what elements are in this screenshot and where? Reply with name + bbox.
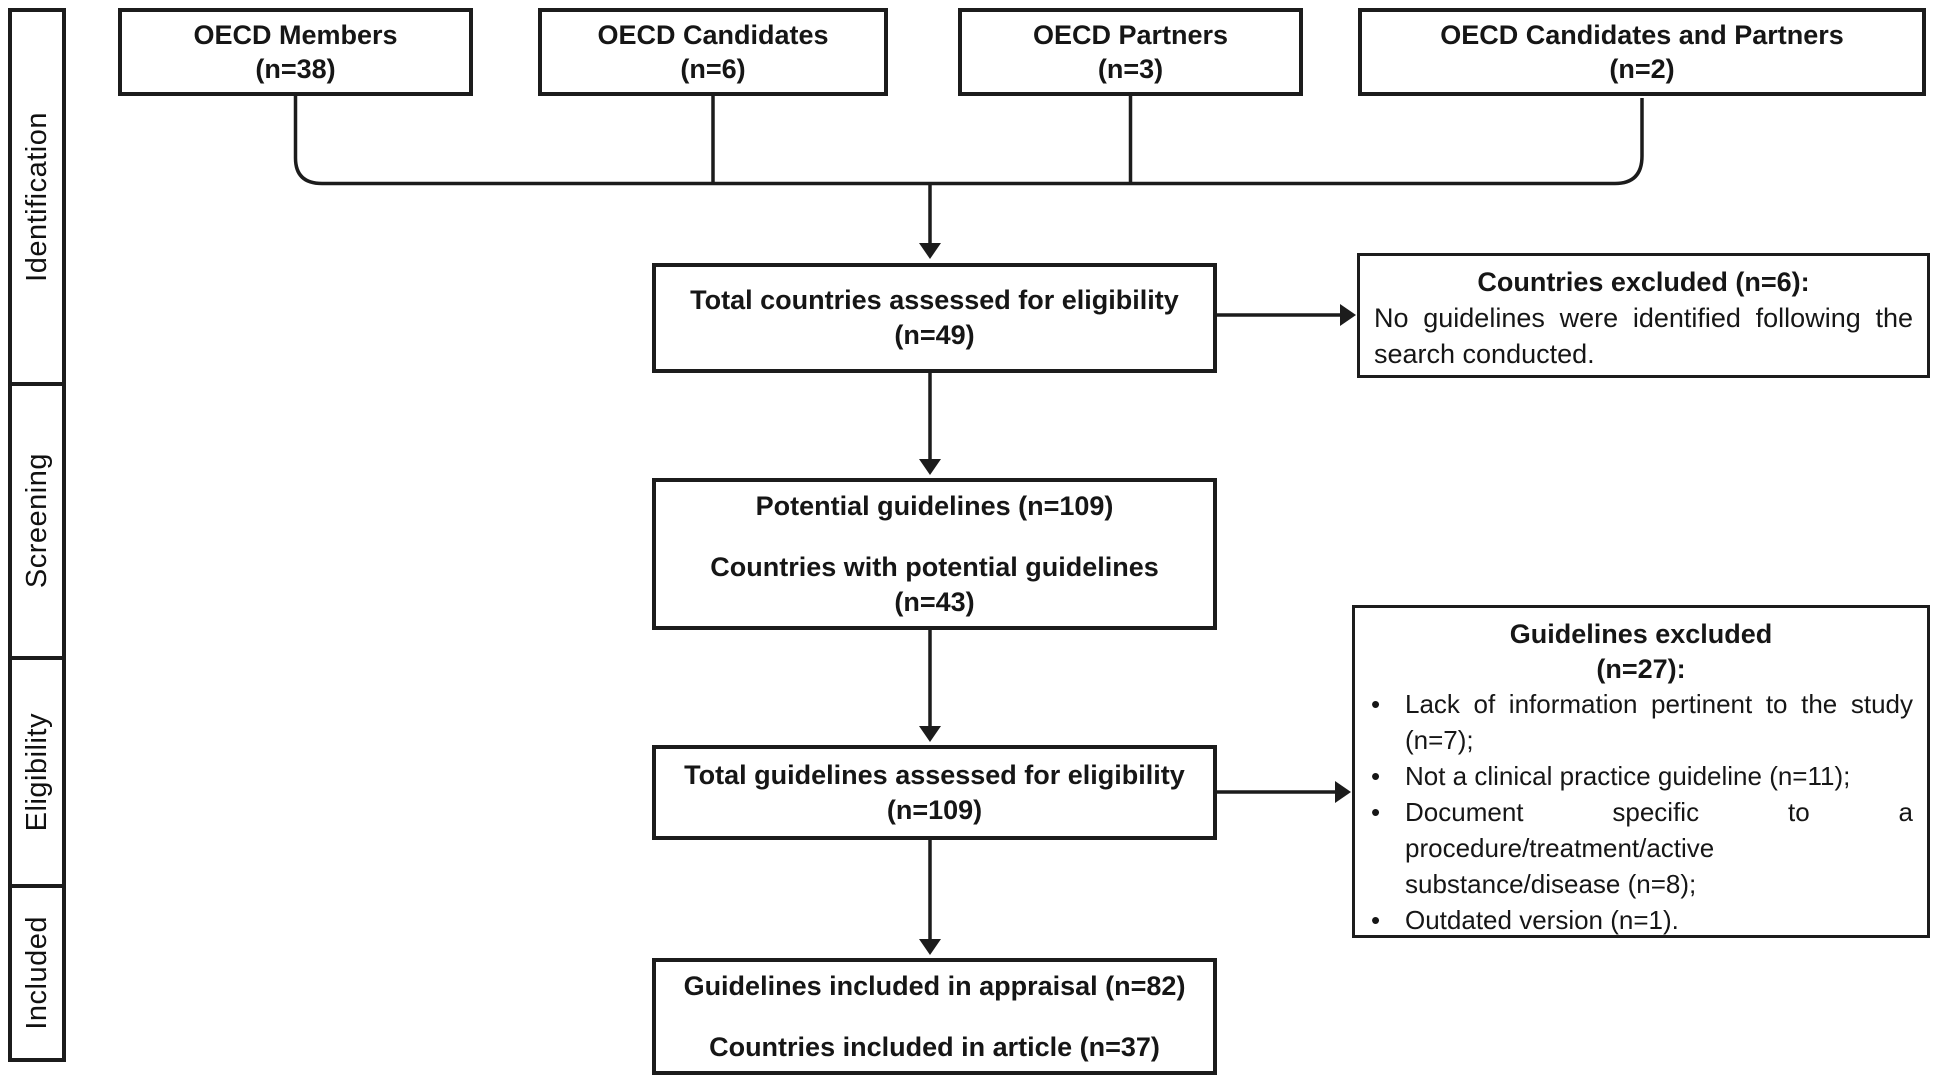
exclusion-reason-text: Not a clinical practice guideline (n=11)… — [1405, 761, 1851, 791]
flow-count: (n=49) — [894, 320, 975, 350]
flow-count: (n=109) — [886, 794, 983, 825]
source-box-oecd-candidates-partners: OECD Candidates and Partners (n=2) — [1358, 8, 1926, 96]
exclusion-reason-item: • Lack of information pertinent to the s… — [1369, 686, 1913, 758]
stage-eligibility: Eligibility — [8, 656, 66, 888]
source-title: OECD Members — [193, 20, 398, 50]
source-box-oecd-members: OECD Members (n=38) — [118, 8, 473, 96]
flow-box-included: Guidelines included in appraisal (n=82) … — [652, 958, 1217, 1075]
source-title: OECD Candidates and Partners — [1440, 20, 1844, 50]
stage-eligibility-label: Eligibility — [20, 712, 53, 832]
flow-line: Countries with potential guidelines — [710, 551, 1159, 582]
stage-identification-label: Identification — [20, 112, 53, 282]
flow-line: Total guidelines assessed for eligibilit… — [684, 759, 1185, 790]
excluded-guidelines-box: Guidelines excluded (n=27): • Lack of in… — [1352, 605, 1930, 938]
source-box-oecd-partners: OECD Partners (n=3) — [958, 8, 1303, 96]
source-count: (n=2) — [1609, 54, 1675, 84]
exclusion-reason-text: Document specific to a procedure/treatme… — [1405, 797, 1913, 899]
exclusion-reason-item: • Document specific to a procedure/treat… — [1369, 794, 1913, 902]
arrowhead-right-1 — [1340, 304, 1356, 326]
arrowhead-down-3 — [919, 726, 941, 742]
arrowhead-down-4 — [919, 939, 941, 955]
exclusion-reason-item: • Not a clinical practice guideline (n=1… — [1369, 758, 1913, 794]
source-count: (n=6) — [680, 54, 746, 84]
flow-count: (n=43) — [894, 586, 975, 617]
exclusion-reason-item: • Outdated version (n=1). — [1369, 902, 1913, 938]
stage-screening-label: Screening — [20, 453, 53, 589]
stage-identification: Identification — [8, 8, 66, 386]
bullet-icon: • — [1371, 689, 1381, 719]
stage-screening: Screening — [8, 382, 66, 660]
exclusion-reason-text: Outdated version (n=1). — [1405, 905, 1679, 935]
top-merge-connector — [293, 96, 1644, 186]
arrowhead-down-2 — [919, 459, 941, 475]
excluded-guidelines-title-line2: (n=27): — [1596, 654, 1686, 684]
source-title: OECD Candidates — [597, 20, 829, 50]
flow-box-countries-assessed: Total countries assessed for eligibility… — [652, 263, 1217, 373]
excluded-countries-title: Countries excluded (n=6): — [1477, 267, 1810, 297]
source-box-oecd-candidates: OECD Candidates (n=6) — [538, 8, 888, 96]
exclusion-reason-text: Lack of information pertinent to the stu… — [1405, 689, 1913, 755]
bullet-icon: • — [1371, 905, 1381, 935]
stage-sidebar: Identification Screening Eligibility Inc… — [8, 8, 66, 1062]
arrowhead-down-1 — [919, 243, 941, 259]
flow-line: Total countries assessed for eligibility — [690, 285, 1179, 315]
excluded-guidelines-title-line1: Guidelines excluded — [1509, 619, 1773, 649]
flow-line: Guidelines included in appraisal (n=82) — [683, 970, 1186, 1001]
excluded-countries-body: No guidelines were identified following … — [1374, 303, 1913, 369]
source-count: (n=3) — [1097, 54, 1164, 84]
arrowhead-right-2 — [1335, 781, 1351, 803]
flow-box-potential-guidelines: Potential guidelines (n=109) Countries w… — [652, 478, 1217, 630]
bullet-icon: • — [1371, 761, 1381, 791]
flow-line: Countries included in article (n=37) — [709, 1031, 1160, 1062]
source-count: (n=38) — [255, 54, 336, 84]
flow-box-guidelines-assessed: Total guidelines assessed for eligibilit… — [652, 745, 1217, 840]
source-title: OECD Partners — [1032, 20, 1229, 50]
stage-included-label: Included — [20, 916, 53, 1030]
stage-included: Included — [8, 884, 66, 1062]
flow-line: Potential guidelines (n=109) — [755, 490, 1114, 521]
excluded-countries-box: Countries excluded (n=6): No guidelines … — [1357, 253, 1930, 378]
bullet-icon: • — [1371, 797, 1381, 827]
